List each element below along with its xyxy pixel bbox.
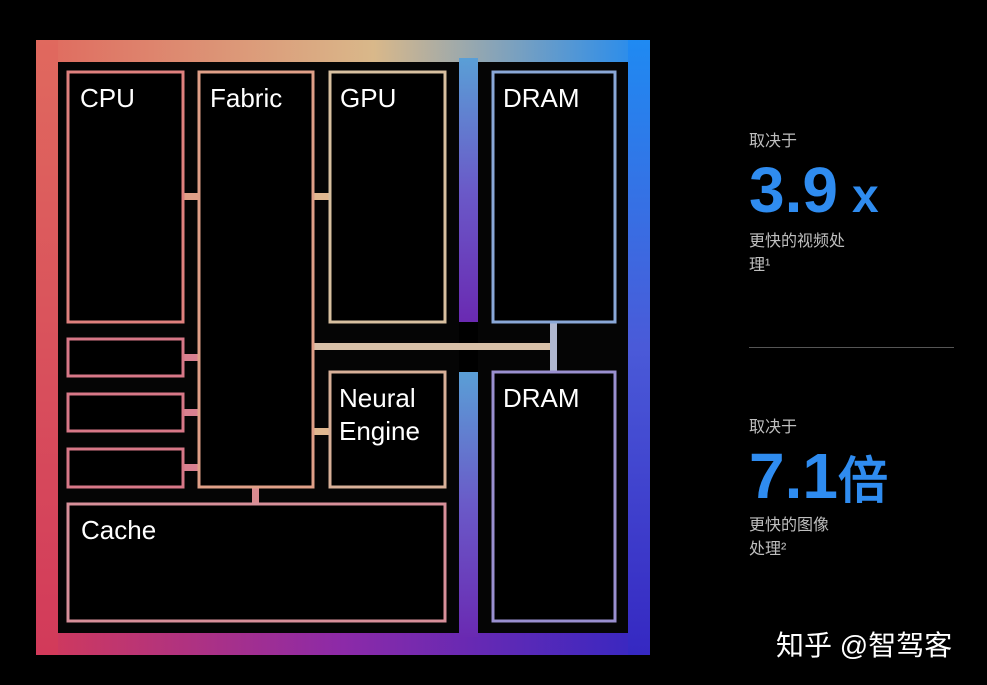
stat-image-desc-line1: 更快的图像	[749, 517, 830, 534]
stat-video-desc-line1: 更快的视频处	[749, 233, 846, 250]
dram-top-label: DRAM	[503, 83, 580, 113]
stat-image-value: 7.1倍	[749, 444, 969, 508]
stat-video-number: 3.9	[749, 154, 838, 226]
block-small-3	[66, 447, 185, 489]
fabric-label: Fabric	[210, 83, 282, 113]
stat-image: 取决于 7.1倍 更快的图像 处理²	[749, 416, 969, 562]
stat-video-unit: x	[851, 170, 879, 223]
cpu-label: CPU	[80, 83, 135, 113]
block-dram-top: DRAM	[491, 70, 617, 324]
gpu-label: GPU	[340, 83, 396, 113]
block-gpu: GPU	[328, 70, 447, 324]
stat-image-prefix: 取决于	[749, 419, 798, 436]
block-fabric: Fabric	[197, 70, 315, 489]
block-neural-engine: Neural Engine	[328, 370, 447, 489]
block-cache: Cache	[66, 502, 447, 623]
neural-engine-label-line1: Neural	[339, 383, 416, 413]
watermark: 知乎 @智驾客	[776, 630, 953, 661]
block-small-1	[66, 337, 185, 378]
interconnects	[183, 193, 557, 505]
block-cpu: CPU	[66, 70, 185, 324]
block-dram-bottom: DRAM	[491, 370, 617, 623]
stat-image-number: 7.1	[749, 440, 838, 512]
stat-video-prefix: 取决于	[749, 133, 798, 150]
stats-divider	[749, 347, 954, 348]
dram-bottom-label: DRAM	[503, 383, 580, 413]
stat-image-unit: 倍	[837, 453, 888, 509]
neural-engine-label-line2: Engine	[339, 416, 420, 446]
cache-label: Cache	[81, 515, 156, 545]
stat-video-desc-line2: 理¹	[749, 257, 771, 274]
stat-image-desc-line2: 处理²	[749, 541, 787, 558]
block-small-2	[66, 392, 185, 433]
